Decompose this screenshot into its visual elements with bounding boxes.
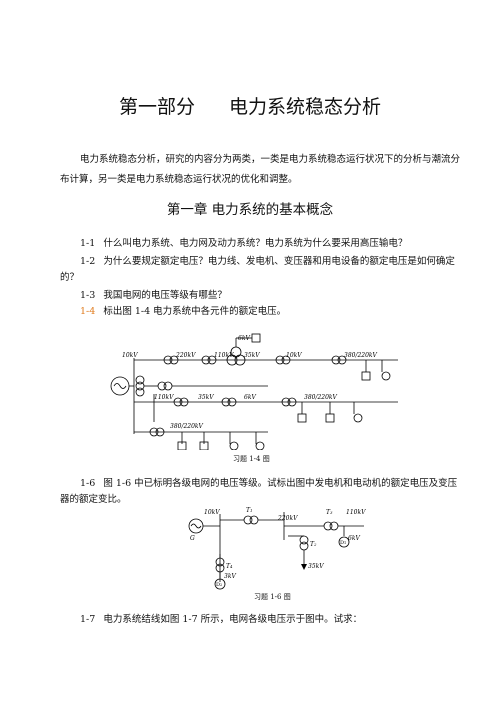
question-text: 我国电网的电压等级有哪些？: [103, 290, 227, 301]
question-text: 为什么要规定额定电压？电力线、发电机、变压器和用电设备的额定电压是如何确定的？: [60, 256, 455, 283]
fig6-label-t4: T4: [226, 563, 233, 570]
question-text: 什么叫电力系统、电力网及动力系统？电力系统为什么要采用高压输电？: [103, 238, 408, 249]
label-35kv-b: 35kV: [198, 394, 214, 401]
fig6-label-10kv: 10kV: [204, 509, 220, 516]
figure-1-6-caption: 习题 1-6 图: [254, 593, 291, 601]
label-380-220kv-a: 380/220kV: [344, 352, 378, 359]
question-1-7: 1-7 电力系统结线如图 1-7 所示，电网各级电压示于图中。试求：: [60, 612, 462, 628]
question-number: 1-7: [80, 614, 96, 625]
question-number: 1-1: [80, 238, 96, 249]
label-380-220kv-c: 380/220kV: [170, 423, 204, 430]
question-1-3: 1-3 我国电网的电压等级有哪些？: [60, 288, 462, 304]
fig6-label-3kv: 3kV: [224, 573, 236, 580]
question-number: 1-6: [80, 478, 96, 489]
question-1-4: 1-4 标出图 1-4 电力系统中各元件的额定电压。: [60, 304, 462, 320]
chapter-title: 第一章 电力系统的基本概念: [166, 202, 334, 218]
label-35kv-a: 35kV: [244, 352, 260, 359]
figure-1-4-caption: 习题 1-4 图: [233, 455, 270, 463]
fig6-label-t3: T3: [326, 509, 333, 516]
label-6kv-top: 6kV: [238, 335, 250, 342]
intro-paragraph: 电力系统稳态分析，研究的内容分为两类，一类是电力系统稳态运行状况下的分析与潮流分…: [60, 154, 461, 185]
question-1-1: 1-1 什么叫电力系统、电力网及动力系统？电力系统为什么要采用高压输电？: [60, 236, 462, 252]
question-number: 1-2: [80, 256, 96, 267]
fig6-label-220kv: 220kV: [277, 515, 298, 522]
label-380-220kv-b: 380/220kV: [304, 394, 338, 401]
label-10kv-b: 10kV: [286, 352, 302, 359]
part-heading: 电力系统稳态分析: [229, 96, 382, 118]
question-number: 1-3: [80, 290, 96, 301]
fig6-label-t2: T2: [310, 541, 317, 548]
part-label: 第一部分: [118, 96, 195, 118]
question-text: 标出图 1-4 电力系统中各元件的额定电压。: [103, 306, 287, 317]
label-6kv: 6kV: [244, 394, 256, 401]
label-10kv: 10kV: [122, 352, 138, 359]
fig6-label-6kv: 6kV: [348, 535, 360, 542]
label-110kv-b: 110kV: [154, 394, 174, 401]
part-title: 第一部分 电力系统稳态分析: [0, 92, 500, 119]
fig6-label-d1: D1: [340, 540, 346, 546]
label-110kv-a: 110kV: [214, 352, 234, 359]
fig6-label-t1: T1: [246, 507, 253, 514]
question-text: 图 1-6 中已标明各级电网的电压等级。试标出图中发电机和电动机的额定电压及变压…: [60, 478, 458, 505]
question-number: 1-4: [80, 306, 96, 317]
fig6-label-35kv: 35kV: [308, 563, 324, 570]
question-text: 电力系统结线如图 1-7 所示，电网各级电压示于图中。试求：: [103, 614, 363, 625]
figure-1-4-diagram: 6kV 10kV 220kV 110kV 35kV 10kV 380/220kV…: [110, 333, 398, 450]
fig6-label-g: G: [190, 535, 195, 542]
figure-1-6-diagram: 10kV G T1 220kV T3 110kV T2 35kV 6kV D1 …: [188, 507, 366, 590]
fig6-label-d2: D2: [216, 582, 222, 588]
label-220kv: 220kV: [175, 352, 196, 359]
fig6-label-110kv: 110kV: [346, 509, 366, 516]
